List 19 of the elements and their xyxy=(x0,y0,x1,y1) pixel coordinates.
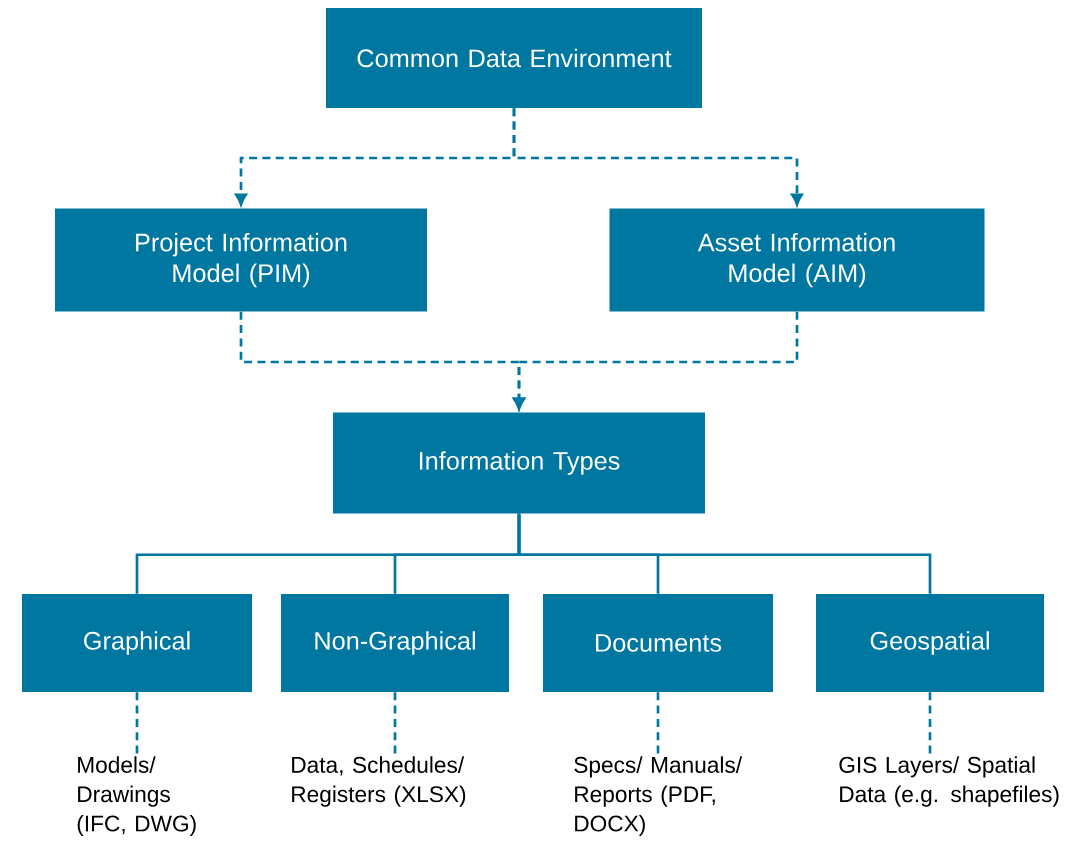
process-box: Non-Graphical xyxy=(281,594,509,692)
process-box: Geospatial xyxy=(816,594,1044,692)
process-box: Graphical xyxy=(22,594,252,692)
connector xyxy=(513,311,799,410)
connector xyxy=(928,692,932,756)
process-box: Asset Information Model (AIM) xyxy=(609,208,985,312)
connector xyxy=(656,692,660,756)
process-box: Documents xyxy=(543,594,773,692)
process-box: Information Types xyxy=(333,412,705,514)
connector xyxy=(393,692,397,756)
description-text: Specs/ Manuals/ Reports (PDF, DOCX) xyxy=(574,756,743,837)
connector xyxy=(135,692,139,756)
description-text: GIS Layers/ Spatial Data (e.g. shapefiles) xyxy=(839,756,1059,807)
process-box: Common Data Environment xyxy=(326,8,702,108)
connector xyxy=(517,513,932,594)
process-box: Project Information Model (PIM) xyxy=(55,208,427,312)
description-text: Data, Schedules/ Registers (XLSX) xyxy=(292,756,466,807)
description-text: Models/ Drawings (IFC, DWG) xyxy=(77,756,196,837)
connector xyxy=(512,108,803,206)
